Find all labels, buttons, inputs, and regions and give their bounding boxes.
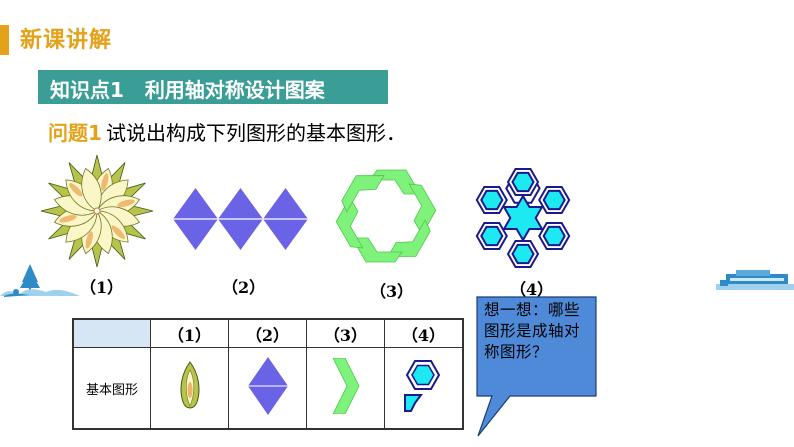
knowledge-point-title: 利用轴对称设计图案	[144, 78, 325, 102]
knowledge-point-banner	[38, 70, 388, 104]
question-label: 问题1	[48, 121, 102, 145]
table-header-2: （2）	[228, 318, 307, 348]
basic-shape-hexagon-star-icon	[403, 360, 440, 412]
basic-shape-2-cell	[228, 347, 307, 430]
question-text: 试说出构成下列图形的基本图形．	[106, 121, 406, 145]
figure-2-diamonds	[173, 188, 308, 250]
flower-center	[93, 207, 101, 215]
basic-shape-chevron-icon	[331, 357, 359, 415]
center-star	[502, 194, 544, 242]
table-corner-cell	[72, 318, 151, 348]
figure-4-star-hexagons	[475, 168, 571, 268]
speech-bubble-text: 想一想：哪些图形是成轴对称图形？	[484, 301, 581, 361]
figure-4-label: （4）	[510, 280, 554, 299]
basic-shape-petal-icon	[180, 361, 199, 409]
figure-2-label: （2）	[222, 278, 266, 297]
figure-3-chevron-ring	[335, 169, 437, 263]
table-row-label: 基本图形	[85, 382, 138, 398]
speech-bubble	[476, 296, 597, 437]
figure-1-flower	[40, 154, 154, 268]
scenery-building-icon	[716, 270, 794, 290]
knowledge-point-heading: 知识点1 利用轴对称设计图案	[50, 74, 325, 103]
figure-1-label: （1）	[80, 278, 124, 297]
table-row: 基本图形	[72, 347, 464, 430]
table-header-row: （1） （2） （3） （4）	[72, 318, 464, 348]
basic-shape-4-cell	[384, 347, 464, 430]
table-header-3: （3）	[306, 318, 385, 348]
table-header-4: （4）	[384, 318, 464, 348]
table-row-label-cell: 基本图形	[72, 347, 151, 430]
section-title: 新课讲解	[20, 28, 113, 53]
basic-shapes-table: （1） （2） （3） （4） 基本图形	[72, 318, 464, 430]
table-header-1: （1）	[150, 318, 229, 348]
figure-3-label: （3）	[370, 282, 414, 301]
basic-shape-diamond-icon	[247, 357, 288, 415]
flower-petal-tints	[59, 173, 135, 249]
scenery-trees-icon	[0, 264, 80, 297]
section-accent-bar	[0, 25, 9, 55]
basic-shape-1-cell	[150, 347, 229, 430]
basic-shape-3-cell	[306, 347, 385, 430]
knowledge-point-label: 知识点1	[50, 78, 124, 102]
